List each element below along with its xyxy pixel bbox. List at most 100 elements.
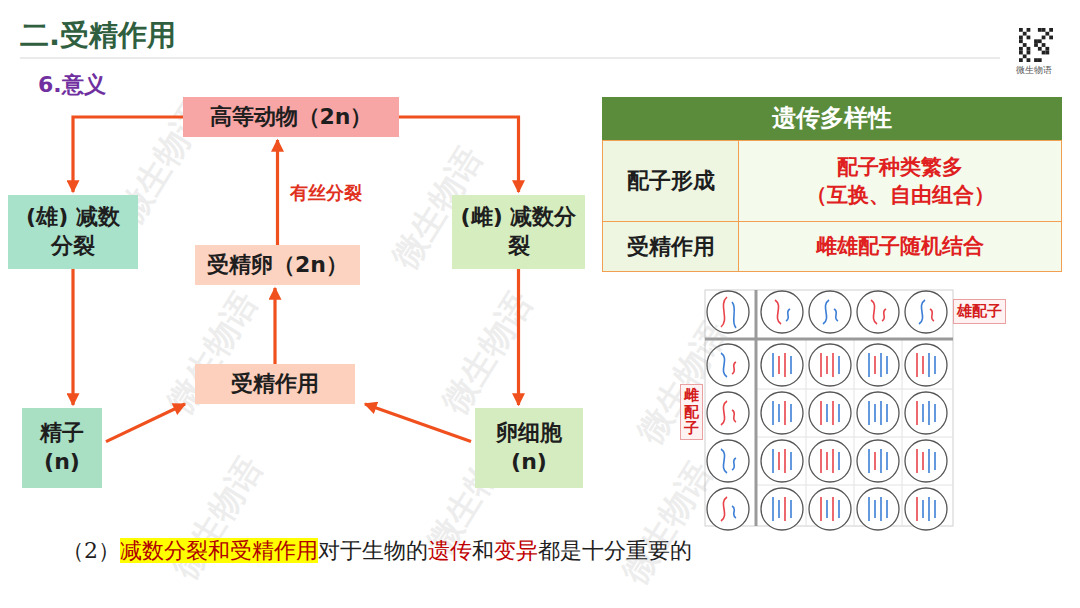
flow-arrow bbox=[273, 288, 276, 364]
chromosome bbox=[772, 401, 774, 425]
chromosome bbox=[838, 356, 840, 374]
gamete-cell bbox=[809, 291, 851, 333]
chromosome bbox=[916, 401, 918, 425]
chromosome bbox=[838, 452, 840, 470]
chromosome bbox=[880, 401, 882, 425]
gamete-cell bbox=[707, 440, 749, 482]
node-text: 高等动物（2n） bbox=[210, 103, 373, 132]
chromosome bbox=[721, 449, 727, 473]
chromosome bbox=[820, 449, 822, 473]
qr-caption: 微生物语 bbox=[1016, 64, 1052, 77]
chromosome bbox=[721, 401, 727, 425]
chromosome bbox=[886, 404, 888, 422]
chromosome bbox=[784, 353, 786, 377]
watermark: 微生物语 bbox=[162, 448, 273, 588]
qr-module bbox=[1045, 47, 1049, 51]
chromosome bbox=[922, 452, 924, 470]
chromosome bbox=[919, 300, 925, 324]
chromosome bbox=[934, 452, 936, 470]
chromosome bbox=[784, 401, 786, 425]
chromosome bbox=[772, 497, 774, 521]
table-cell: 配子种类繁多（互换、自由组合） bbox=[738, 140, 1062, 222]
chromosome bbox=[778, 500, 780, 518]
chromosome bbox=[874, 500, 876, 518]
chromosome bbox=[721, 497, 727, 521]
zygote-cell bbox=[905, 440, 947, 482]
zygote-cell bbox=[905, 344, 947, 386]
chromosome bbox=[786, 309, 790, 321]
chromosome bbox=[778, 404, 780, 422]
organism-box: 高等动物（2n） bbox=[183, 97, 399, 137]
qr-module bbox=[1038, 58, 1042, 62]
gamete-cell bbox=[707, 392, 749, 434]
chromosome bbox=[790, 356, 792, 374]
zygote-cell bbox=[857, 488, 899, 530]
qr-module bbox=[1019, 39, 1023, 43]
chromosome bbox=[826, 500, 828, 518]
flow-arrow bbox=[106, 404, 185, 442]
chromosome bbox=[868, 449, 870, 473]
chromosome bbox=[886, 356, 888, 374]
chromosome bbox=[838, 404, 840, 422]
qr-module bbox=[1042, 43, 1046, 47]
section-heading: 6.意义 bbox=[38, 70, 106, 100]
chromosome bbox=[820, 353, 822, 377]
chromosome bbox=[784, 497, 786, 521]
chromosome bbox=[732, 458, 736, 470]
punnett-grid bbox=[705, 290, 953, 530]
qr-module bbox=[1027, 51, 1031, 55]
chromosome bbox=[916, 449, 918, 473]
chromosome bbox=[934, 404, 936, 422]
gamete-cell bbox=[707, 291, 749, 333]
zygote-cell bbox=[761, 344, 803, 386]
qr-module bbox=[1027, 58, 1031, 62]
zygote-cell bbox=[857, 392, 899, 434]
chromosome bbox=[721, 297, 727, 327]
chromosome bbox=[790, 404, 792, 422]
flow-arrow bbox=[71, 269, 74, 405]
chromosome bbox=[820, 497, 822, 521]
chromosome bbox=[790, 500, 792, 518]
watermark: 微生物语 bbox=[432, 283, 543, 423]
gamete-cell bbox=[857, 291, 899, 333]
chromosome bbox=[826, 452, 828, 470]
zygote-cell bbox=[761, 392, 803, 434]
qr-module bbox=[1038, 47, 1042, 51]
chromosome bbox=[732, 302, 736, 328]
chromosome bbox=[880, 353, 882, 377]
table-cell: 雌雄配子随机结合 bbox=[738, 221, 1062, 272]
grid-divider bbox=[755, 290, 758, 526]
table-cell: 配子形成 bbox=[602, 140, 739, 222]
chromosome bbox=[934, 500, 936, 518]
chromosome bbox=[934, 356, 936, 374]
zygote-cell bbox=[809, 392, 851, 434]
node-text: (雌) 减数分裂 bbox=[460, 203, 577, 260]
qr-module bbox=[1034, 58, 1038, 62]
cell-box: 受精卵（2n） bbox=[195, 245, 360, 285]
chromosome bbox=[916, 353, 918, 377]
gamete-cell bbox=[761, 291, 803, 333]
qr-module bbox=[1019, 36, 1023, 40]
qr-module bbox=[1049, 28, 1053, 32]
chromosome bbox=[886, 500, 888, 518]
qr-ground bbox=[1019, 28, 1053, 62]
flow-arrow bbox=[517, 269, 520, 405]
qr-code bbox=[1019, 28, 1053, 62]
flow-arrow bbox=[399, 117, 519, 192]
summary-sentence: （2）减数分裂和受精作用对于生物的遗传和变异都是十分重要的 bbox=[62, 536, 692, 566]
grid-line bbox=[757, 485, 953, 486]
chromosome bbox=[868, 497, 870, 521]
node-text: 精子 (n) bbox=[30, 419, 94, 476]
qr-module bbox=[1034, 43, 1038, 47]
zygote-cell bbox=[857, 440, 899, 482]
chromosome bbox=[732, 506, 736, 518]
chromosome bbox=[922, 356, 924, 374]
chromosome bbox=[886, 452, 888, 470]
chromosome bbox=[874, 356, 876, 374]
gamete-cell bbox=[707, 488, 749, 530]
axis-label: 雄配子 bbox=[953, 299, 1006, 324]
axis-label: 雌配子 bbox=[680, 384, 703, 440]
gamete-box: 卵细胞 (n) bbox=[475, 408, 583, 488]
